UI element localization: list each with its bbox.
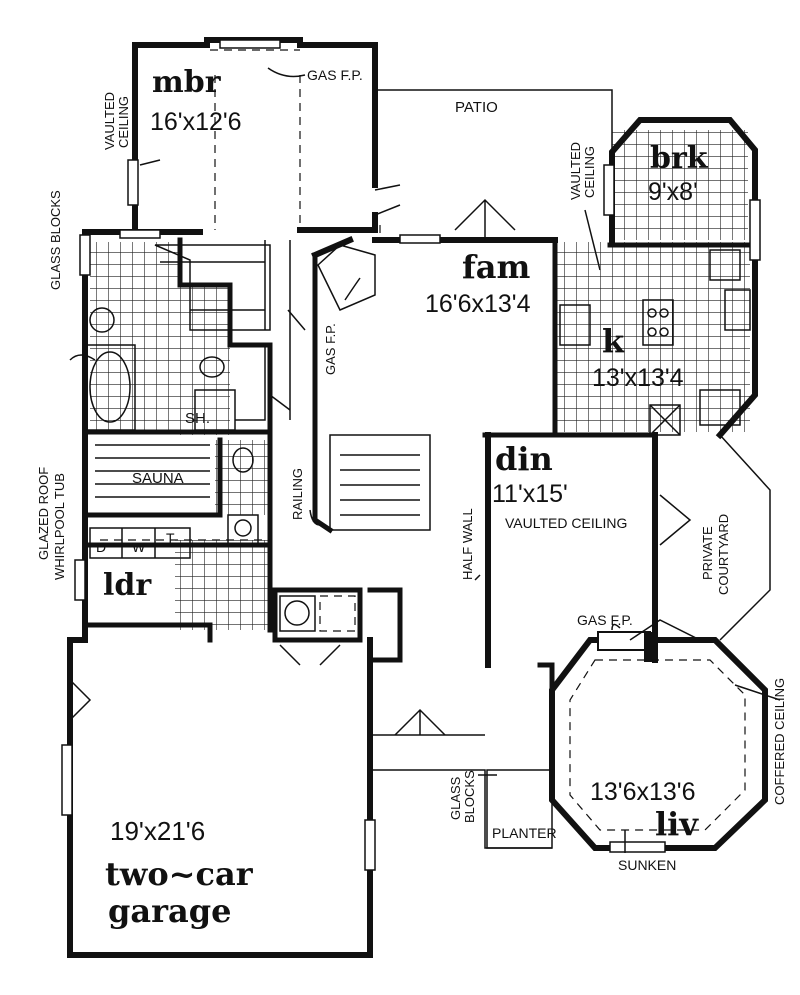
label-glass-blocks-liv-2: BLOCKS — [462, 770, 477, 823]
label-private: PRIVATE — [700, 526, 715, 580]
label-planter: PLANTER — [492, 825, 557, 841]
room-mbr-name: mbr — [152, 65, 222, 100]
label-vaulted-brk-2: CEILING — [582, 146, 597, 198]
label-gas-fp-mbr: GAS F.P. — [307, 67, 363, 83]
label-railing: RAILING — [290, 468, 305, 520]
label-coffered-ceiling: COFFERED CEILING — [772, 678, 787, 805]
label-sh: SH. — [185, 410, 210, 427]
label-d: D — [96, 539, 106, 555]
room-garage-name-2: garage — [108, 892, 231, 930]
room-fam-name: fam — [462, 248, 531, 286]
label-sauna: SAUNA — [132, 470, 184, 487]
label-gas-fp-fam: GAS F.P. — [323, 323, 338, 375]
label-courtyard: COURTYARD — [716, 514, 731, 595]
room-k-dim: 13'x13'4 — [592, 364, 684, 392]
label-vaulted-mbr-1: VAULTED — [102, 92, 117, 150]
doors-windows — [61, 39, 761, 871]
label-patio: PATIO — [455, 99, 498, 116]
label-glass-blocks-top: GLASS BLOCKS — [48, 190, 63, 290]
label-vaulted-mbr-2: CEILING — [116, 96, 131, 148]
label-glazed-roof: GLAZED ROOF — [36, 467, 51, 560]
label-vaulted-din: VAULTED CEILING — [505, 515, 627, 531]
label-whirlpool-tub: WHIRLPOOL TUB — [52, 473, 67, 580]
label-sunken: SUNKEN — [618, 857, 676, 873]
room-garage-dim: 19'x21'6 — [110, 816, 205, 846]
room-brk-name: brk — [650, 141, 709, 176]
room-fam-dim: 16'6x13'4 — [425, 290, 531, 318]
label-gas-fp-liv: GAS F.P. — [577, 612, 633, 628]
room-liv-name: liv — [655, 805, 699, 843]
room-mbr-dim: 16'x12'6 — [150, 108, 242, 136]
label-w: W — [132, 539, 146, 555]
room-garage-name-1: two~car — [105, 855, 254, 893]
label-t: T — [166, 530, 175, 546]
label-glass-blocks-liv-1: GLASS — [448, 776, 463, 820]
interior-walls — [84, 49, 758, 831]
room-ldr-name: ldr — [103, 568, 152, 603]
room-din-dim: 11'x15' — [492, 480, 568, 508]
leader-arrows — [69, 67, 781, 853]
room-brk-dim: 9'x8' — [648, 178, 698, 206]
room-din-name: din — [495, 440, 553, 478]
label-half-wall: HALF WALL — [460, 508, 475, 580]
label-vaulted-brk-1: VAULTED — [568, 142, 583, 200]
room-liv-dim: 13'6x13'6 — [590, 778, 695, 806]
room-k-name: k — [602, 322, 625, 360]
